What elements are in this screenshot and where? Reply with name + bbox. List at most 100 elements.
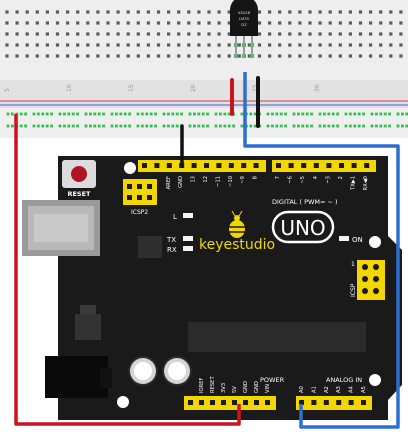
breadboard-hole (5, 21, 9, 25)
breadboard-channel (0, 80, 408, 108)
breadboard-hole (35, 54, 39, 58)
rail-hole (266, 112, 270, 116)
rail-hole (275, 112, 279, 116)
breadboard-hole (379, 10, 383, 14)
breadboard-hole (348, 10, 352, 14)
rail-hole (141, 112, 144, 116)
breadboard-hole (389, 54, 393, 58)
breadboard-hole (399, 21, 403, 25)
rail-hole (171, 124, 175, 128)
rail-hole (206, 112, 209, 116)
header-pin (253, 163, 259, 168)
rail-hole (167, 124, 170, 128)
rail-hole (275, 124, 279, 128)
rail-hole (249, 112, 253, 116)
digital-pin-label: ~3 (325, 176, 331, 184)
rail-hole (193, 124, 196, 128)
rail-hole (123, 112, 127, 116)
rail-hole (6, 124, 10, 128)
rail-hole (201, 124, 205, 128)
breadboard-column-number: 20 (190, 84, 197, 92)
breadboard-hole (207, 21, 211, 25)
breadboard-hole (389, 21, 393, 25)
led-l (183, 213, 193, 218)
rail-hole (336, 112, 339, 116)
rail-hole (344, 112, 348, 116)
rail-hole (388, 124, 391, 128)
breadboard-hole (348, 32, 352, 36)
breadboard-hole (399, 54, 403, 58)
digital-pin-label: ~11 (215, 176, 221, 187)
rail-hole (310, 112, 313, 116)
breadboard-hole (146, 43, 150, 47)
breadboard-hole (227, 10, 231, 14)
rail-hole (19, 124, 23, 128)
breadboard-hole (96, 54, 100, 58)
header-pin (364, 163, 370, 168)
header-pin (339, 163, 344, 168)
breadboard-hole (5, 43, 9, 47)
power-pin-label: RESET (210, 376, 216, 393)
reset-button-cap[interactable] (71, 166, 87, 182)
breadboard-hole (278, 10, 282, 14)
icsp-pin1-label: 1 (351, 261, 355, 268)
breadboard-hole (197, 32, 201, 36)
usb-chip (138, 236, 162, 258)
led-tx (183, 236, 193, 241)
breadboard-hole (96, 10, 100, 14)
rail-hole (32, 124, 36, 128)
rail-hole (149, 124, 153, 128)
rail-hole (318, 124, 322, 128)
breadboard-hole (379, 21, 383, 25)
breadboard-hole (237, 54, 241, 58)
breadboard-hole (96, 21, 100, 25)
breadboard-hole (86, 10, 90, 14)
rail-hole (128, 124, 131, 128)
breadboard-hole (207, 43, 211, 47)
rail-hole (162, 112, 166, 116)
breadboard-hole (328, 43, 332, 47)
rail-hole (63, 124, 66, 128)
header-pin (232, 400, 237, 405)
rail-hole (84, 124, 88, 128)
keyestudio-logo: keyestudio (199, 210, 275, 253)
rail-hole (32, 112, 36, 116)
header-pin (362, 264, 368, 270)
breadboard-hole (25, 32, 29, 36)
breadboard-hole (156, 43, 161, 47)
breadboard-hole (86, 21, 90, 25)
digital-pin-label: ~10 (228, 176, 234, 187)
breadboard-hole (15, 32, 19, 36)
breadboard-hole (136, 10, 140, 14)
breadboard-hole (197, 54, 201, 58)
breadboard-hole (278, 32, 282, 36)
sensor-marking-line3: DZ (241, 22, 247, 27)
breadboard-hole (207, 10, 211, 14)
analog-pin-label: A3 (336, 386, 342, 393)
analog-pin-label: A1 (311, 386, 317, 393)
breadboard-hole (288, 43, 292, 47)
rail-hole (375, 112, 378, 116)
breadboard-hole (268, 32, 272, 36)
breadboard-hole (25, 43, 29, 47)
breadboard-hole (66, 43, 70, 47)
breadboard-hole (66, 54, 70, 58)
breadboard-hole (268, 10, 272, 14)
breadboard-hole (5, 54, 9, 58)
rail-hole (370, 124, 374, 128)
blue-wire-signal-a0 (243, 72, 400, 429)
header-pin (191, 163, 197, 168)
rail-hole (41, 112, 45, 116)
rail-hole (76, 124, 79, 128)
breadboard-hole (227, 54, 231, 58)
breadboard-hole (177, 10, 181, 14)
rail-hole (67, 112, 71, 116)
rail-hole (266, 124, 270, 128)
rail-hole (253, 112, 257, 116)
power-pin-label: 5V (232, 386, 238, 393)
breadboard-hole (136, 54, 140, 58)
breadboard-hole (76, 32, 80, 36)
rail-hole (405, 124, 408, 128)
breadboard-hole (66, 32, 70, 36)
